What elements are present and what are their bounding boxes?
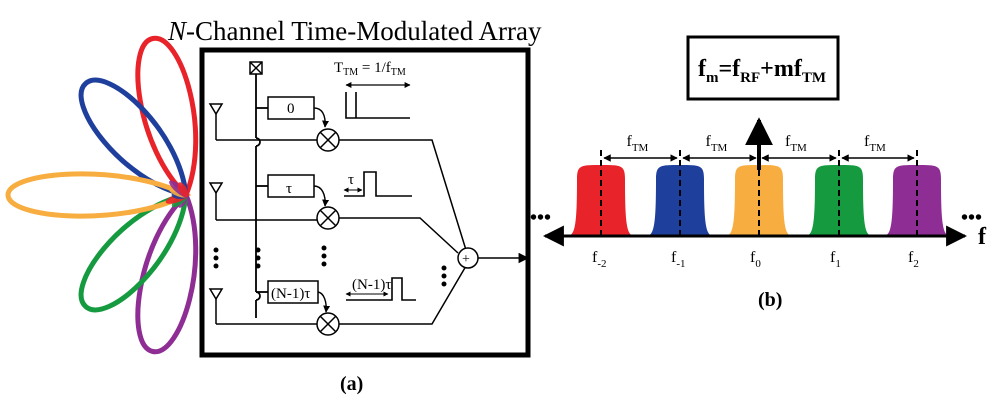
harmonic-3: f1 — [805, 150, 873, 270]
channel-1: 0 — [208, 92, 467, 251]
harmonic-label: f-1 — [671, 249, 686, 270]
equation-box — [686, 35, 840, 101]
spacing-label: fTM — [785, 133, 807, 154]
harmonic-1: f-1 — [646, 150, 714, 270]
ellipsis-dots — [213, 245, 447, 287]
lobe-purple — [135, 190, 199, 355]
harmonic-label: f1 — [830, 249, 841, 270]
lobe-orange — [5, 171, 192, 219]
delay-label-n: (N-1)τ — [271, 286, 310, 302]
lobe-blue — [78, 77, 189, 199]
equation: fm=fRF+mfTM — [698, 56, 826, 86]
channel-n: (N-1)τ (N-1)τ — [208, 265, 467, 336]
caption-a: (a) — [340, 373, 363, 395]
delay-label-0: 0 — [287, 101, 295, 117]
switch-icon — [249, 61, 263, 75]
delay-pulse-label-1: τ — [348, 172, 354, 188]
summer-icon: + — [457, 247, 479, 269]
lobe-red — [135, 35, 199, 200]
panel-a-title: N-Channel Time-Modulated Array — [167, 16, 542, 46]
axis-label: f — [978, 224, 987, 250]
antenna-icon — [208, 288, 317, 325]
tma-block-box — [199, 47, 531, 358]
ellipsis-right: ••• — [961, 207, 982, 229]
delay-label-1: τ — [286, 181, 292, 197]
pulse-waveform-0 — [345, 92, 410, 119]
spacing-label: fTM — [864, 133, 886, 154]
mixer-icon — [316, 206, 340, 230]
spectrum: f-2 f-1 f0 f1 f2 fTM fTM fTM fTM — [567, 133, 951, 270]
antenna-icon — [208, 103, 328, 141]
radiation-pattern-lobes — [5, 35, 199, 355]
mixer-icon — [316, 128, 340, 152]
antenna-icon — [208, 182, 317, 221]
pulse-waveform-1 — [344, 171, 412, 197]
mixer-icon — [316, 312, 340, 336]
caption-b: (b) — [758, 289, 782, 311]
harmonic-label: f2 — [908, 249, 919, 270]
period-label: TTM = 1/fTM — [334, 60, 406, 78]
harmonic-4: f2 — [883, 150, 951, 270]
spacing-label: fTM — [706, 133, 728, 154]
delay-pulse-label-n: (N-1)τ — [352, 277, 391, 293]
channel-2: τ τ — [208, 171, 459, 254]
lobe-green — [78, 191, 189, 313]
sidelobe — [177, 182, 189, 198]
spacing-label: fTM — [627, 133, 649, 154]
control-bus — [255, 74, 268, 318]
harmonic-label: f0 — [750, 249, 761, 270]
ellipsis-left: ••• — [530, 207, 551, 229]
harmonic-0: f-2 — [567, 150, 635, 270]
pulse-waveform-n — [346, 277, 416, 301]
harmonic-label: f-2 — [592, 249, 607, 270]
svg-text:+: + — [462, 252, 470, 267]
